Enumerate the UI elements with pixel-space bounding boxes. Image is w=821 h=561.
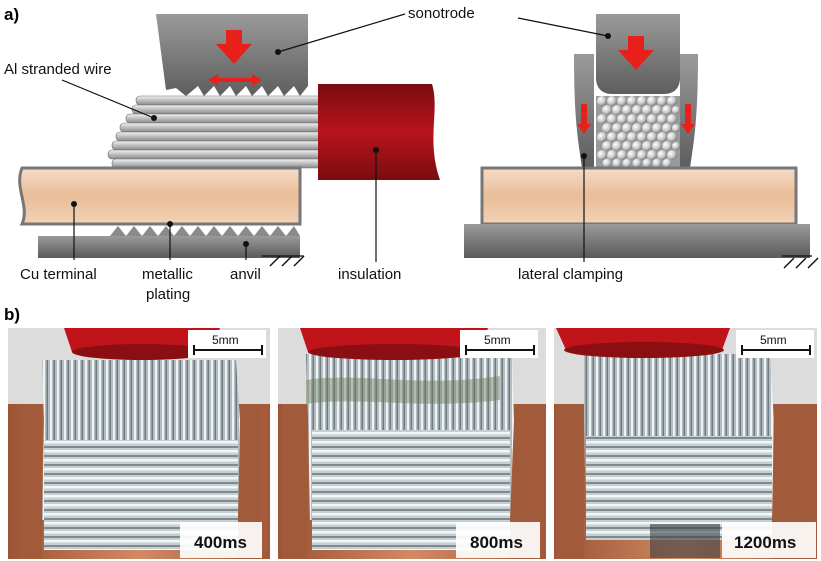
compacted-strands: [596, 96, 680, 168]
cu-terminal-right: [480, 166, 798, 226]
dot-insulation: [373, 147, 379, 153]
dot-cu-terminal: [71, 201, 77, 207]
scalebar-400ms: 5mm: [188, 330, 266, 358]
panel-b-label: b): [4, 305, 20, 324]
strand-balls: [597, 96, 680, 168]
label-lateral-clamping: lateral clamping: [518, 266, 623, 283]
clamp-arrow-left: [577, 104, 591, 134]
dot-sonotrode-right: [605, 33, 611, 39]
scale-label-1200ms: 5mm: [760, 333, 787, 347]
sonotrode-arrow-down: [216, 30, 252, 64]
time-label-400ms: 400ms: [194, 533, 247, 552]
anvil-left: [38, 236, 300, 258]
stranded-wire: [107, 95, 323, 169]
scale-label-800ms: 5mm: [484, 333, 511, 347]
label-sonotrode-left: sonotrode: [408, 5, 475, 22]
label-insulation: insulation: [338, 266, 401, 283]
cu-terminal: [18, 166, 302, 226]
dot-lateral-clamping: [581, 153, 587, 159]
label-stranded-wire: Al stranded wire: [4, 61, 112, 78]
panel-a-label: a): [4, 5, 19, 24]
dot-stranded-wire: [151, 115, 157, 121]
insulation-block: [318, 84, 440, 180]
time-label-800ms: 800ms: [470, 533, 523, 552]
sonotrode-right-arrow: [618, 36, 654, 70]
dot-metallic-plating: [167, 221, 173, 227]
photo-800ms: [278, 328, 546, 559]
time-badge-1200ms: 1200ms: [722, 522, 816, 558]
metallic-plating-teeth: [110, 226, 300, 236]
time-label-1200ms: 1200ms: [734, 533, 796, 552]
ground-hatch-left: [262, 255, 305, 267]
leader-sonotrode-left: [277, 13, 406, 53]
scale-label-400ms: 5mm: [212, 333, 239, 347]
label-anvil: anvil: [230, 266, 261, 283]
label-cu-terminal: Cu terminal: [20, 266, 97, 283]
anvil-right: [464, 224, 810, 258]
dot-sonotrode-left: [275, 49, 281, 55]
scalebar-1200ms: 5mm: [736, 330, 814, 358]
scalebar-800ms: 5mm: [460, 330, 538, 358]
ground-hatch-right: [782, 255, 819, 269]
clamp-arrow-right: [681, 104, 695, 134]
dot-anvil: [243, 241, 249, 247]
sonotrode-arrow-oscillation: [208, 74, 262, 86]
leader-sonotrode-right: [517, 17, 609, 37]
leader-stranded-wire: [61, 79, 155, 119]
label-metallic-plating-2: plating: [146, 286, 190, 303]
label-metallic-plating-1: metallic: [142, 266, 193, 283]
time-badge-400ms: 400ms: [180, 522, 262, 558]
photo-400ms: [8, 328, 270, 559]
time-badge-800ms: 800ms: [456, 522, 540, 558]
